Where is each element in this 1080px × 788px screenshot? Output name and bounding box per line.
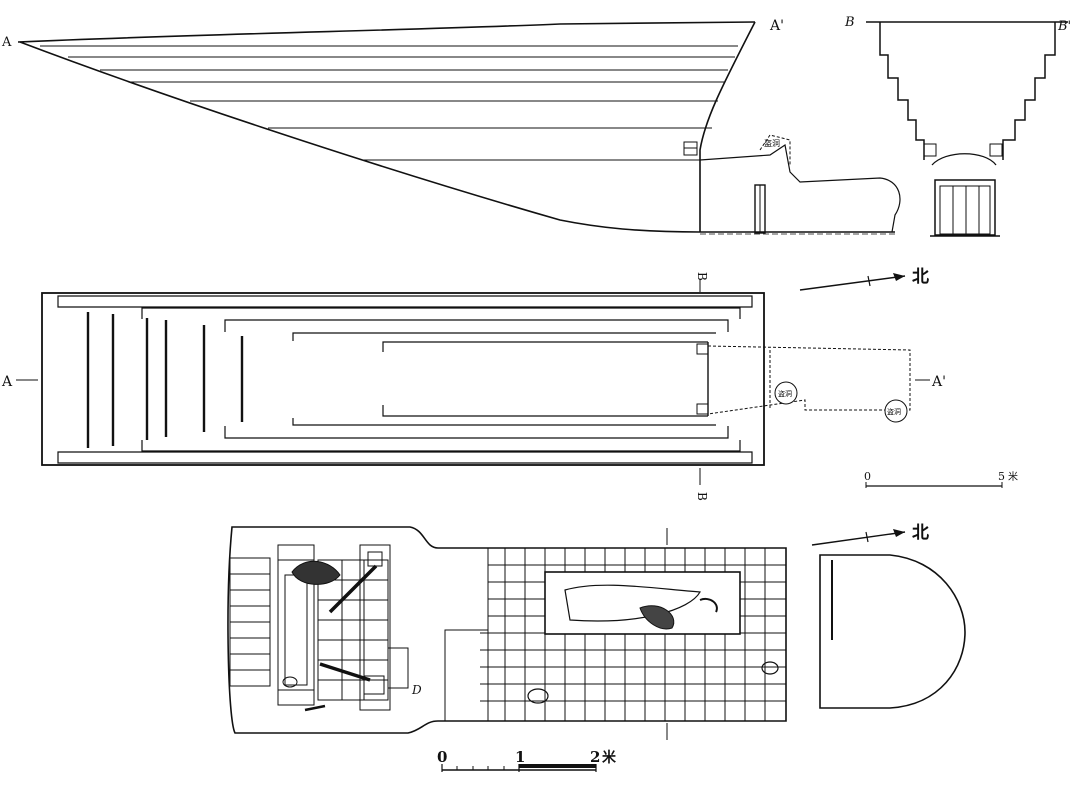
scale-lower-start: 0 — [437, 748, 447, 766]
section-label-a: A — [1, 35, 12, 50]
plan-steps-bottom — [57, 405, 753, 464]
bone-1 — [328, 564, 378, 614]
robber-hole-marker-2 — [884, 399, 908, 423]
section-b-b: B B' — [844, 15, 1071, 237]
chamber-outline — [227, 526, 787, 734]
tunnel-dashed — [707, 345, 911, 415]
ramp-steps-plan — [86, 312, 244, 448]
shaft-outline — [41, 292, 765, 466]
section-label-a-prime: A' — [769, 18, 784, 34]
svg-text:D: D — [411, 683, 422, 697]
coffin-section — [934, 179, 996, 236]
scale-lower-unit: 米 — [602, 749, 617, 766]
chamber-plan: D — [227, 526, 966, 740]
robbers-tunnel-dashed — [759, 134, 791, 165]
bone-2 — [319, 662, 371, 682]
plan-label-b-bottom: B — [695, 492, 709, 501]
section-label-b: B — [844, 15, 855, 30]
scale-lower-end: 2 — [590, 748, 600, 766]
arch — [931, 153, 997, 166]
plan-steps-top — [57, 295, 753, 352]
plan-label-b-top: B — [695, 272, 709, 281]
right-wall — [699, 21, 756, 232]
passage-label: 盗洞 — [764, 138, 780, 148]
ground-line — [17, 21, 756, 43]
north-arrow-upper: 北 — [799, 267, 929, 291]
plan-label-a: A — [1, 374, 13, 390]
step-lines — [40, 45, 738, 161]
scale-bar-lower: 0 1 2 米 — [437, 748, 617, 772]
north-arrow-lower: 北 — [811, 523, 929, 546]
section-a-a: A A' 盗洞 — [1, 18, 901, 235]
scale-upper-start: 0 — [864, 470, 871, 483]
robber-hole-marker-1 — [774, 381, 798, 405]
stepped-walls — [879, 22, 1056, 160]
north-label-lower: 北 — [912, 523, 929, 543]
scale-lower-mid: 1 — [515, 748, 525, 766]
circle-label-1: 盗洞 — [778, 389, 792, 398]
north-label-upper: 北 — [912, 267, 929, 287]
artifact-cluster — [291, 560, 341, 585]
side-section — [819, 554, 966, 709]
circle-label-2: 盗洞 — [887, 407, 901, 416]
scale-bar-upper: 0 5 米 — [864, 470, 1018, 488]
ramp-slope — [19, 41, 701, 233]
passage-outline — [699, 143, 901, 233]
scale-upper-end: 5 — [998, 470, 1005, 483]
plan-label-a-prime: A' — [931, 374, 946, 390]
scale-upper-unit: 米 — [1008, 470, 1018, 483]
tomb-plan: A A' B B — [1, 272, 946, 501]
brick-left — [229, 544, 409, 711]
